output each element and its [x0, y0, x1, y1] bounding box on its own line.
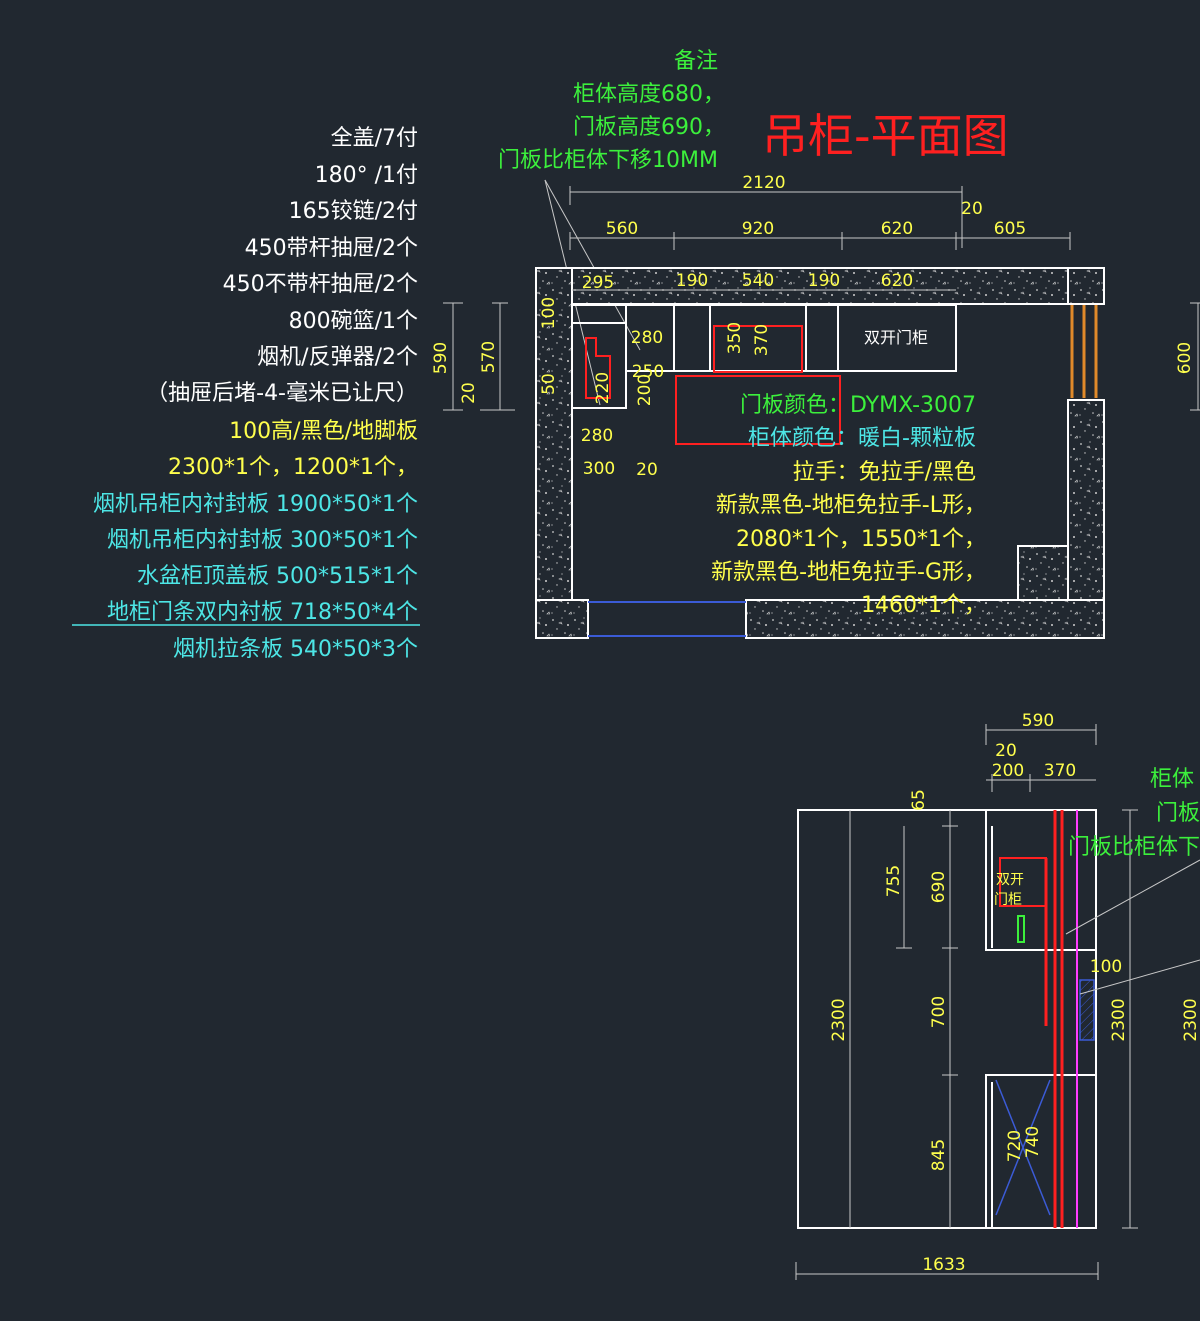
elev-dim-590: 590: [1022, 711, 1054, 731]
spec-l-profile: 新款黑色-地柜免拉手-L形，: [716, 493, 986, 518]
elevation-view: 590 20 200 370 100 1633 65 755 690 700 8…: [795, 711, 1200, 1280]
elev-dim-20: 20: [995, 741, 1017, 761]
notes-block: 备注 柜体高度680， 门板高度690， 门板比柜体下移10MM: [498, 49, 725, 173]
dim-280b: 280: [581, 426, 613, 446]
dim-v590: 590: [431, 342, 451, 374]
elev-dim-720: 720: [1005, 1130, 1025, 1162]
side-note-line-1: 柜体: [1150, 767, 1194, 792]
dim-920: 920: [742, 219, 774, 239]
hw-item-3: 165铰链/2付: [289, 199, 418, 224]
elev-dim-690: 690: [929, 871, 949, 903]
spec-handle: 拉手：免拉手/黑色: [793, 460, 976, 485]
page-title: 吊柜-平面图: [762, 109, 1009, 163]
elev-dim-200: 200: [992, 761, 1024, 781]
elev-door-label-1: 双开: [996, 872, 1024, 888]
dim-370: 370: [752, 324, 772, 356]
plan-walls: [535, 267, 1105, 639]
elevation-side-note: 柜体 门板 门板比柜体下: [1068, 767, 1200, 860]
dim-v100: 100: [539, 297, 559, 329]
double-door-cabinet-label: 双开门柜: [864, 328, 928, 347]
dim-200: 200: [635, 374, 655, 406]
dim-620: 620: [881, 219, 913, 239]
hw-item-8: （抽屉后堵-4-毫米已让尺）: [146, 381, 418, 406]
elevation-outlines: [797, 809, 1097, 1229]
hw-item-4: 450带杆抽屉/2个: [245, 236, 418, 261]
elev-dim-740: 740: [1023, 1126, 1043, 1158]
plan-view: 双开门柜: [431, 173, 1200, 639]
note-cabinet-height: 柜体高度680，: [573, 82, 725, 107]
elevation-dim-texts: 590 20 200 370 100 1633 65 755 690 700 8…: [829, 711, 1200, 1275]
plan-dim-texts: 2120 20 560 920 620 605 295 190 540 190 …: [431, 173, 1195, 480]
plinth-spec: 100高/黑色/地脚板: [229, 419, 418, 444]
elev-dim-1633: 1633: [922, 1255, 965, 1275]
dim-inner-295: 295: [582, 273, 614, 293]
panel-item-1: 烟机吊柜内衬封板 1900*50*1个: [93, 492, 418, 517]
elev-dim-2300-right: 2300: [1109, 998, 1129, 1041]
spec-l-sizes: 2080*1个，1550*1个，: [736, 527, 986, 552]
pipes: [1070, 305, 1098, 398]
hood-outlines: [585, 325, 841, 445]
notes-heading: 备注: [674, 49, 718, 74]
plan-spec-lines: 门板颜色：DYMX-3007 柜体颜色：暖白-颗粒板 拉手：免拉手/黑色 新款黑…: [711, 393, 986, 618]
elev-dim-65: 65: [909, 789, 929, 811]
elevation-dim-lines: [795, 724, 1200, 1280]
panel-item-3: 水盆柜顶盖板 500*515*1个: [137, 564, 418, 589]
note-door-offset: 门板比柜体下移10MM: [498, 148, 718, 173]
elev-dim-700: 700: [929, 996, 949, 1028]
dim-605: 605: [994, 219, 1026, 239]
hw-item-6: 800碗篮/1个: [289, 309, 418, 334]
dim-300: 300: [583, 459, 615, 479]
panel-item-2: 烟机吊柜内衬封板 300*50*1个: [107, 528, 418, 553]
elevation-green-handle: [1017, 915, 1025, 943]
dim-v570: 570: [479, 341, 499, 373]
hw-item-2: 180° /1付: [315, 163, 418, 188]
plan-dim-lines: [443, 186, 1200, 411]
dim-20: 20: [636, 460, 658, 480]
dim-v20: 20: [459, 382, 479, 404]
elevation-red-lines: [1044, 810, 1064, 1228]
dim-250: 250: [632, 362, 664, 382]
dim-350: 350: [725, 322, 745, 354]
hw-item-1: 全盖/7付: [331, 126, 418, 151]
hw-item-5: 450不带杆抽屉/2个: [223, 272, 418, 297]
hardware-list: 全盖/7付 180° /1付 165铰链/2付 450带杆抽屉/2个 450不带…: [72, 126, 420, 662]
dim-total-2120: 2120: [742, 173, 785, 193]
dim-280a: 280: [631, 328, 663, 348]
panel-item-5: 烟机拉条板 540*50*3个: [173, 637, 418, 662]
elevation-red-door: [999, 857, 1047, 907]
elev-dim-100: 100: [1090, 957, 1122, 977]
spec-body-color: 柜体颜色：暖白-颗粒板: [748, 426, 976, 451]
dim-gap-20: 20: [961, 199, 983, 219]
elev-dim-2300-far: 2300: [1181, 998, 1200, 1041]
dim-inner-540: 540: [742, 271, 774, 291]
spec-door-color: 门板颜色：DYMX-3007: [740, 393, 976, 418]
dim-v50: 50: [539, 373, 559, 395]
elev-door-label-2: 门柜: [994, 892, 1022, 908]
panel-item-4: 地柜门条双内衬板 718*50*4个: [107, 600, 418, 625]
spec-g-profile: 新款黑色-地柜免拉手-G形，: [711, 560, 986, 585]
spec-g-sizes: 1460*1个，: [861, 593, 986, 618]
hw-item-7: 烟机/反弹器/2个: [257, 345, 418, 370]
side-note-line-3: 门板比柜体下: [1068, 835, 1200, 860]
elev-dim-755: 755: [884, 865, 904, 897]
note-door-height: 门板高度690，: [573, 115, 725, 140]
dim-220: 220: [593, 372, 613, 404]
elevation-blue-frames: [995, 979, 1095, 1216]
dim-v600: 600: [1175, 342, 1195, 374]
side-note-line-2: 门板: [1156, 801, 1200, 826]
dim-inner-620: 620: [881, 271, 913, 291]
elev-dim-370: 370: [1044, 761, 1076, 781]
plinth-sizes: 2300*1个，1200*1个，: [168, 455, 418, 480]
elev-dim-845: 845: [929, 1139, 949, 1171]
dim-560: 560: [606, 219, 638, 239]
dim-inner-190b: 190: [808, 271, 840, 291]
dim-inner-190a: 190: [676, 271, 708, 291]
elev-dim-2300-left: 2300: [829, 998, 849, 1041]
